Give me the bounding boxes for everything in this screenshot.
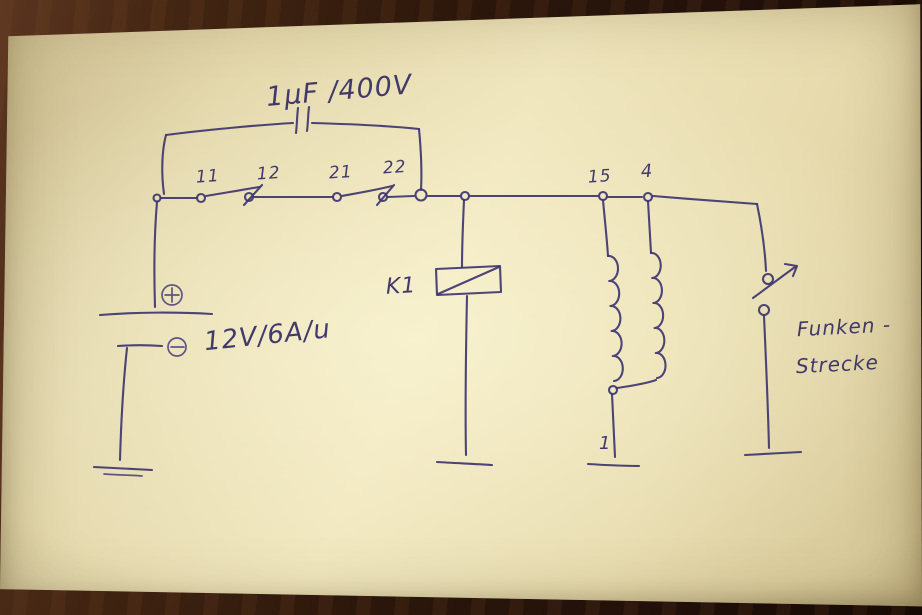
wire [310, 121, 421, 131]
spark-arrowhead-icon [783, 262, 799, 278]
minus-terminal-icon [167, 337, 187, 357]
coil-terminal-4-label: 4 [640, 161, 654, 183]
ignition-coil: 15 4 1 [586, 161, 667, 468]
spark-gap-label-line2: Strecke [795, 350, 879, 378]
battery-plate-short-icon [116, 344, 164, 348]
node-terminal [152, 193, 162, 203]
wire [417, 127, 423, 192]
spark-gap-branch: Funken - Strecke [651, 194, 892, 457]
contact-arm-icon [340, 184, 394, 198]
wire [601, 198, 610, 258]
plus-terminal-icon [161, 284, 183, 306]
wire [464, 294, 469, 457]
wire [755, 202, 768, 273]
node-terminal [607, 384, 619, 396]
capacitor-plate-icon [305, 105, 311, 133]
plus-terminal-icon [164, 287, 180, 303]
wire [762, 314, 771, 450]
relay-branch: K1 [385, 198, 503, 467]
relay-coil-diagonal-icon [436, 265, 501, 296]
wire [161, 133, 168, 196]
spark-electrode-icon [757, 303, 771, 317]
battery-branch: 12V/6A/u [92, 200, 333, 477]
spark-arrow-icon [751, 265, 797, 300]
contact-bus: 11 12 21 22 [152, 157, 654, 207]
secondary-winding-icon [649, 251, 667, 380]
contact-11-label: 11 [195, 166, 220, 188]
contact-21-label: 21 [328, 162, 353, 184]
primary-winding-icon [606, 254, 624, 383]
node-terminal [459, 190, 471, 202]
ground-icon [586, 462, 641, 468]
node-terminal [414, 188, 428, 202]
capacitor-branch: 1µF /400V [161, 69, 423, 196]
ground-icon [92, 465, 154, 472]
relay-name-label: K1 [385, 273, 417, 300]
spark-electrode-icon [761, 272, 775, 286]
ground-icon [103, 473, 143, 477]
node-terminal [597, 190, 609, 202]
coil-terminal-1-label: 1 [599, 433, 611, 454]
wire [615, 378, 658, 390]
node-terminal [195, 192, 207, 204]
contact-22-label: 22 [382, 157, 407, 179]
wire [460, 198, 466, 269]
wire [610, 392, 617, 459]
node-terminal [331, 191, 343, 203]
spark-gap-label-line1: Funken - [796, 312, 891, 341]
node-terminal [642, 191, 654, 203]
battery-plate-long-icon [98, 311, 214, 317]
battery-value-label: 12V/6A/u [203, 314, 333, 357]
ground-icon [743, 450, 803, 457]
capacitor-plate-icon [294, 106, 300, 135]
wire [646, 199, 653, 255]
wire [164, 121, 295, 137]
ground-icon [435, 460, 494, 467]
relay-coil-box-icon [434, 264, 503, 297]
contact-arm-icon [204, 185, 261, 198]
wire [153, 200, 159, 309]
capacitor-value-label: 1µF /400V [265, 69, 415, 113]
wire [118, 346, 129, 462]
wire [386, 194, 416, 199]
wire [651, 194, 759, 206]
contact-12-label: 12 [256, 163, 281, 185]
coil-terminal-15-label: 15 [587, 166, 612, 188]
